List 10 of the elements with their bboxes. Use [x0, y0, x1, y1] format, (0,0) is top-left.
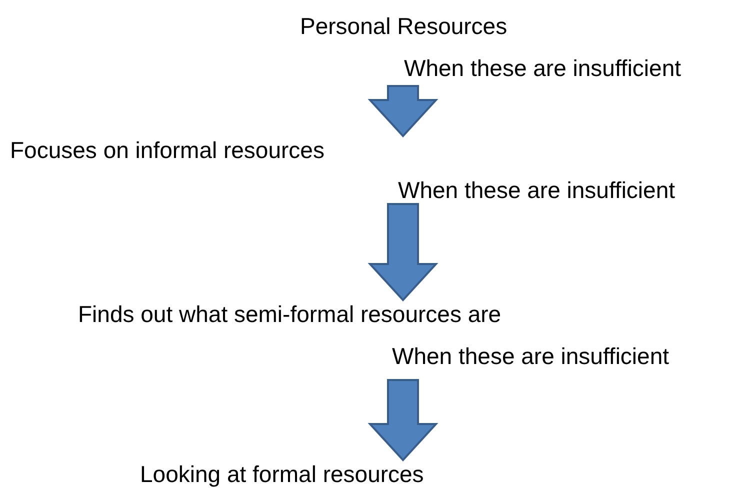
node-text: Personal Resources — [300, 12, 508, 40]
block-arrow — [368, 203, 438, 302]
node-text: Looking at formal resources — [140, 460, 424, 488]
node-text: Focuses on informal resources — [10, 136, 324, 164]
block-arrow — [368, 379, 438, 462]
edge-label: When these are insufficient — [404, 54, 682, 82]
edge-label: When these are insufficient — [392, 342, 670, 370]
block-arrow — [368, 85, 438, 138]
edge-label: When these are insufficient — [398, 176, 676, 204]
node-text: Finds out what semi-formal resources are — [78, 300, 502, 328]
